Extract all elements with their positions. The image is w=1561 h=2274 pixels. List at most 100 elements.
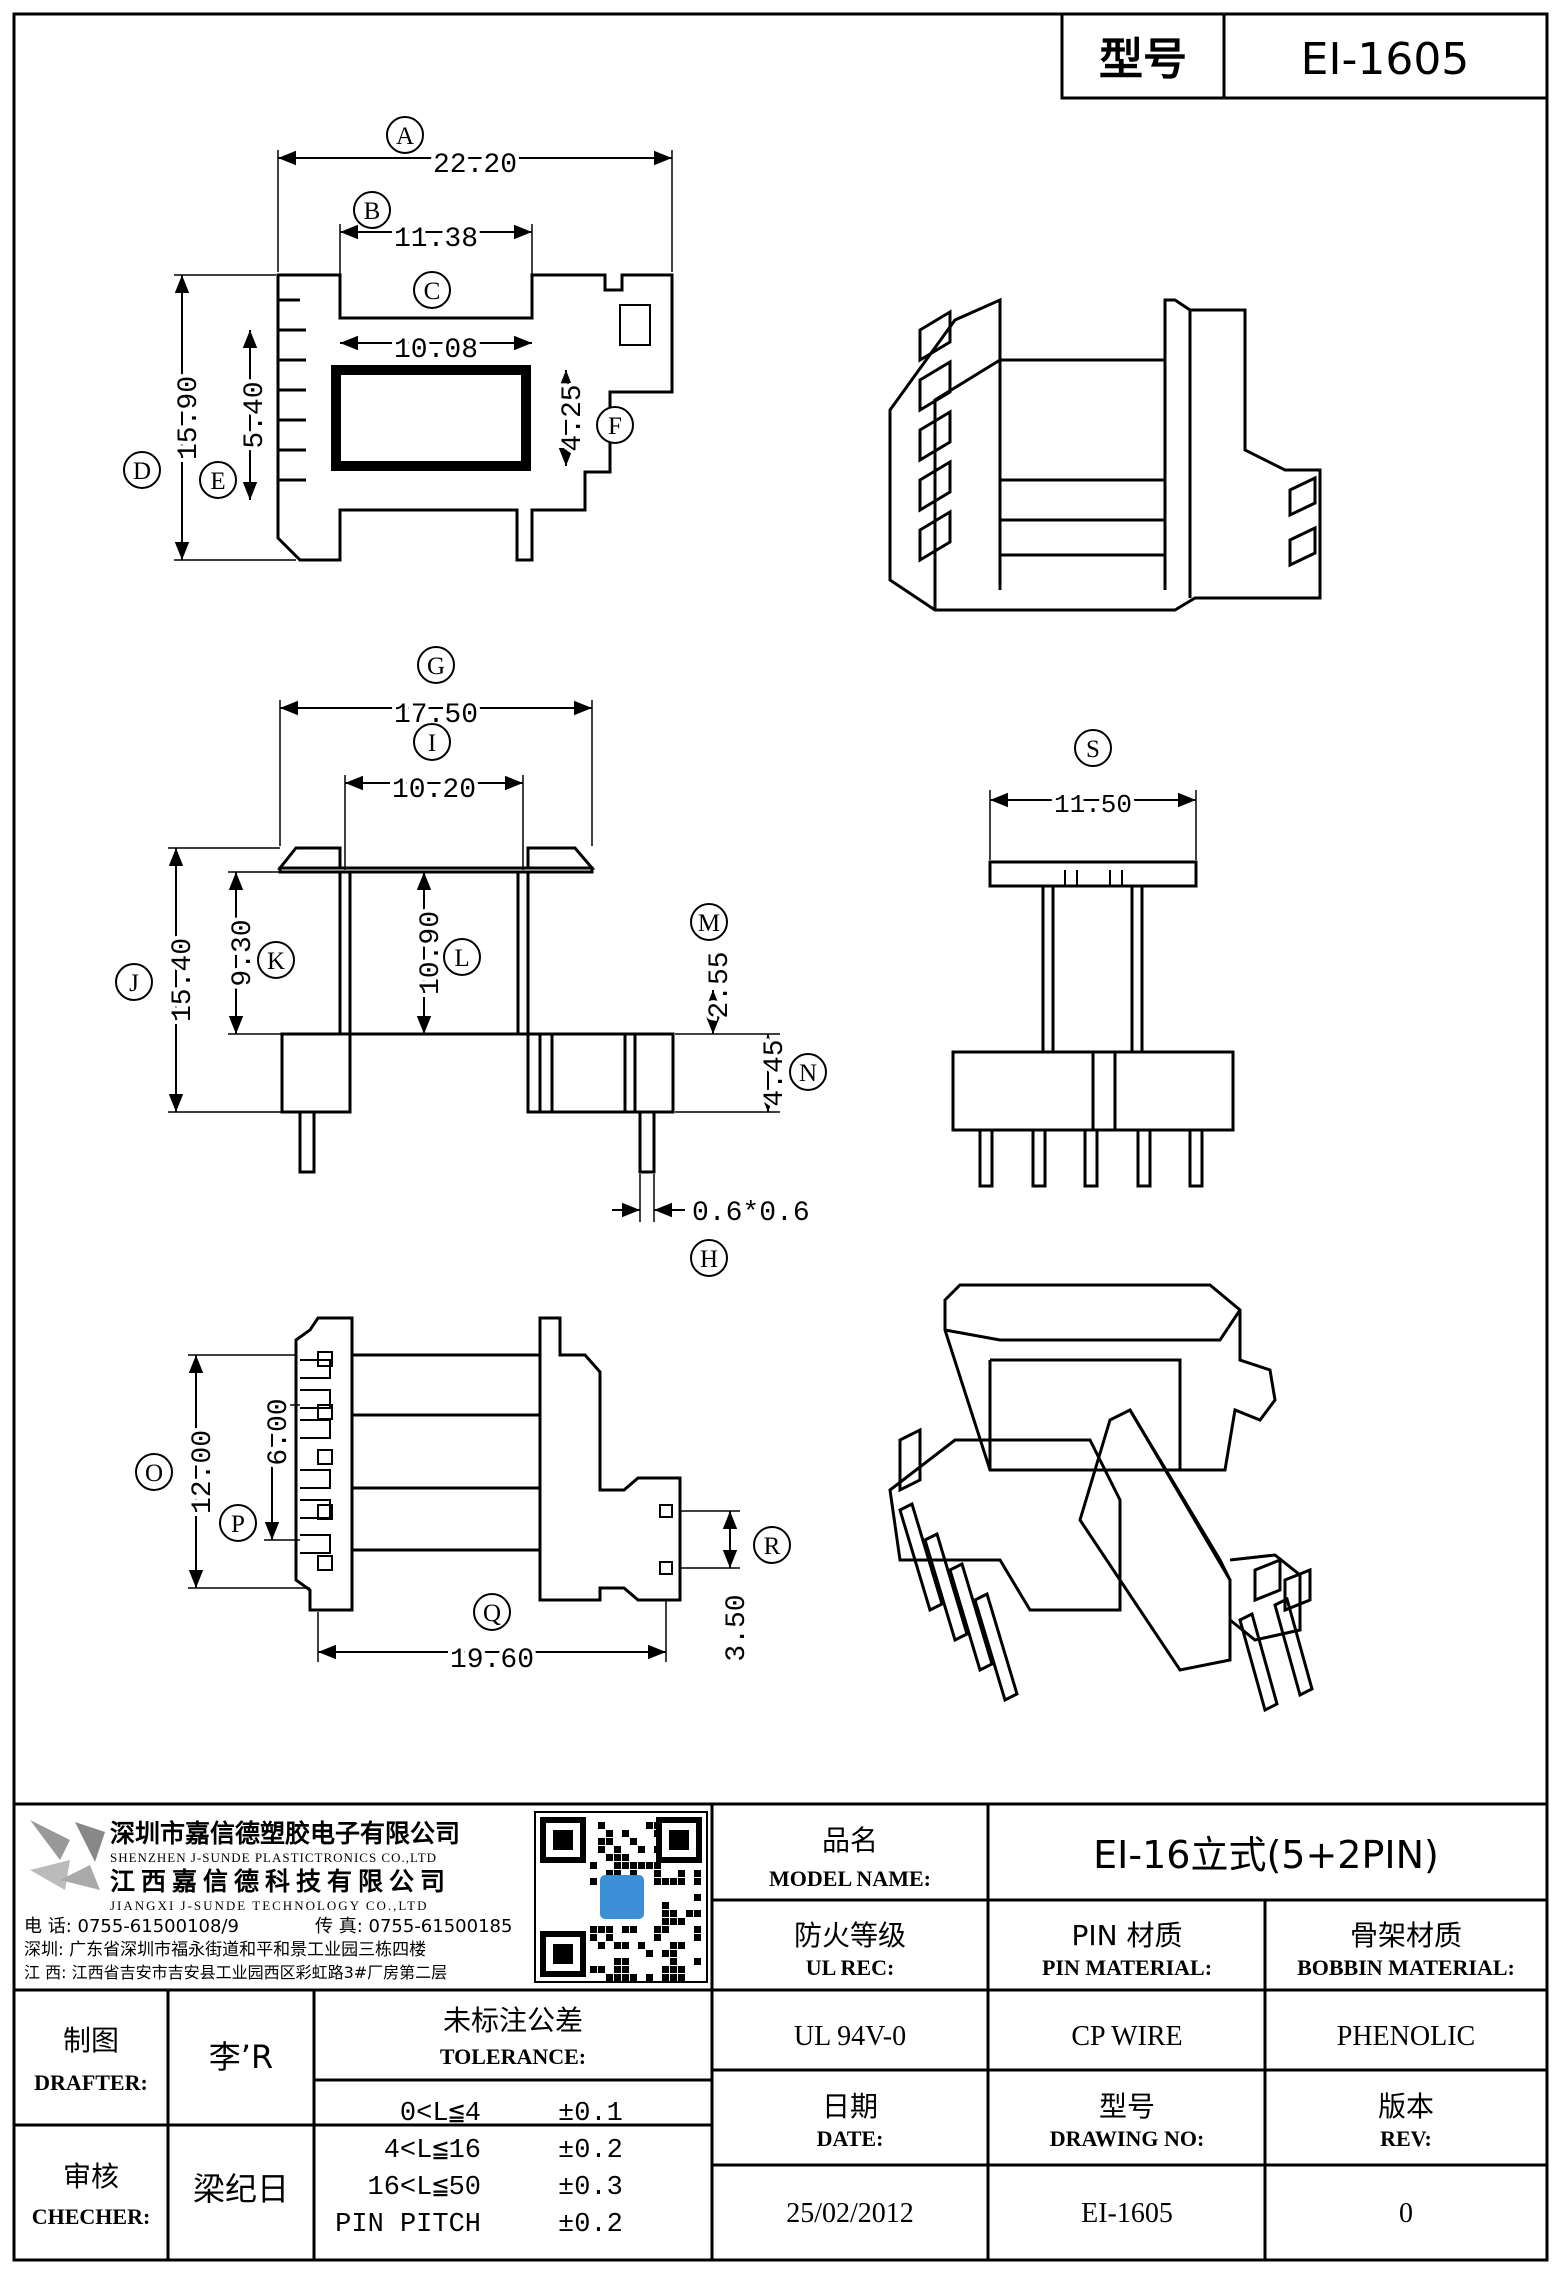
date-value: 25/02/2012 [786, 2198, 914, 2229]
callout-letter: I [428, 730, 436, 757]
callout-letter: E [210, 468, 225, 495]
drafter-value: 李’R [209, 2038, 273, 2076]
product-name-label-en: MODEL NAME: [769, 1866, 931, 1891]
dim-q: 19.60 [450, 1645, 534, 1676]
dim-a: 22.20 [433, 150, 517, 181]
tolerance-range: 0<L≦4 [400, 2099, 481, 2129]
company-name-jx-en: JIANGXI J-SUNDE TECHNOLOGY CO.,LTD [110, 1898, 429, 1913]
ul-value: UL 94V-0 [794, 2021, 906, 2052]
callout-f: F [596, 406, 634, 444]
tolerance-range: 16<L≦50 [368, 2173, 481, 2203]
front-view-dims: 17.50 10.20 15.40 9.30 10.90 2.55 4.45 0… [164, 696, 810, 1229]
company-fax: 传 真: 0755-61500185 [315, 1916, 512, 1937]
front-view [168, 700, 780, 1222]
dim-c: 10.08 [394, 335, 478, 366]
company-logo [30, 1820, 105, 1890]
rev-label-cn: 版本 [1378, 2090, 1434, 2123]
title-block [14, 1802, 1547, 2260]
callout-group: A B C D E F G I J K L M N H S O P Q R [115, 116, 1112, 1631]
company-address-jx: 江 西: 江西省吉安市吉安县工业园西区彩虹路3#厂房第二层 [24, 1963, 447, 1982]
top-view-dims: 22.20 11.38 10.08 15.90 5.40 4.25 [170, 146, 593, 464]
callout-letter: C [424, 278, 441, 305]
callout-h: H [690, 1239, 728, 1277]
tolerance-label-en: TOLERANCE: [440, 2044, 586, 2069]
callout-letter: R [764, 1533, 781, 1560]
pin-label-en: PIN MATERIAL: [1042, 1955, 1212, 1980]
drawing-no-value: EI-1605 [1081, 2198, 1173, 2229]
callout-r: R [753, 1526, 791, 1564]
ul-label-cn: 防火等级 [794, 1919, 906, 1952]
title-cells: 品名 MODEL NAME: EI-16立式(5+2PIN) 防火等级 UL R… [32, 1824, 1515, 2240]
callout-letter: Q [483, 1600, 501, 1627]
tolerance-value: ±0.2 [558, 2136, 623, 2166]
rev-value: 0 [1399, 2198, 1413, 2229]
dim-n: 4.45 [760, 1039, 791, 1106]
callout-a: A [386, 116, 424, 154]
callout-d: D [123, 451, 161, 489]
drawing-no-label-cn: 型号 [1099, 2090, 1155, 2123]
side-view [951, 790, 1235, 1188]
bottom-view [188, 1316, 740, 1662]
callout-i: I [413, 723, 451, 761]
dim-f: 4.25 [558, 384, 589, 451]
tolerance-value: ±0.3 [558, 2173, 623, 2203]
drawing-border [12, 12, 1549, 2262]
dim-e: 5.40 [240, 381, 271, 448]
top-view [174, 150, 674, 562]
dim-o: 12.00 [188, 1430, 219, 1514]
callout-m: M [690, 903, 728, 941]
callout-letter: M [698, 910, 720, 937]
tolerance-label-cn: 未标注公差 [443, 2004, 583, 2037]
company-info: 深圳市嘉信德塑胶电子有限公司 SHENZHEN J-SUNDE PLASTICT… [24, 1819, 512, 1982]
dim-r: 3.50 [722, 1594, 753, 1661]
callout-n: N [789, 1053, 827, 1091]
iso-view-2 [888, 1283, 1314, 1713]
callout-letter: D [133, 458, 151, 485]
tolerance-value: ±0.2 [558, 2210, 623, 2240]
company-phone: 电 话: 0755-61500108/9 [24, 1916, 239, 1937]
bobbin-value: PHENOLIC [1337, 2021, 1475, 2052]
company-name-sz: 深圳市嘉信德塑胶电子有限公司 [110, 1819, 460, 1848]
tolerance-range: 4<L≦16 [384, 2136, 481, 2166]
qr-code [534, 1811, 708, 1983]
dim-h: 0.6*0.6 [692, 1198, 810, 1229]
dim-k: 9.30 [228, 919, 259, 986]
dim-d: 15.90 [174, 376, 205, 460]
pin-label-cn: PIN 材质 [1072, 1919, 1183, 1952]
dim-j: 15.40 [168, 938, 199, 1022]
date-label-cn: 日期 [822, 2090, 878, 2123]
callout-letter: G [427, 653, 445, 680]
callout-letter: B [364, 198, 381, 225]
rev-label-en: REV: [1380, 2126, 1432, 2151]
callout-letter: P [231, 1511, 245, 1538]
company-name-sz-en: SHENZHEN J-SUNDE PLASTICTRONICS CO.,LTD [110, 1850, 437, 1865]
product-name-value: EI-16立式(5+2PIN) [1093, 1833, 1439, 1877]
bottom-view-dims: 12.00 6.00 19.60 3.50 [184, 1394, 757, 1680]
checker-label-en: CHECHER: [32, 2204, 151, 2229]
callout-g: G [417, 646, 455, 684]
callout-letter: L [454, 945, 469, 972]
callout-j: J [115, 963, 153, 1001]
dim-p: 6.00 [264, 1398, 295, 1465]
drafter-label-cn: 制图 [63, 2024, 119, 2057]
pin-value: CP WIRE [1071, 2021, 1182, 2052]
date-label-en: DATE: [817, 2126, 884, 2151]
callout-letter: H [700, 1246, 718, 1273]
header-model-box: 型号 EI-1605 [1060, 12, 1549, 100]
callout-e: E [199, 461, 237, 499]
callout-k: K [257, 941, 295, 979]
dim-l: 10.90 [416, 911, 447, 995]
callout-l: L [443, 938, 481, 976]
callout-letter: O [145, 1460, 163, 1487]
company-address-sz: 深圳: 广东省深圳市福永街道和平和景工业园三栋四楼 [24, 1940, 426, 1960]
drawing-no-label-en: DRAWING NO: [1050, 2126, 1205, 2151]
product-name-label-cn: 品名 [822, 1824, 878, 1857]
bobbin-label-cn: 骨架材质 [1350, 1919, 1462, 1952]
callout-letter: J [129, 970, 139, 997]
callout-letter: S [1086, 736, 1100, 763]
header-model-label: 型号 [1099, 34, 1187, 85]
header-model-value: EI-1605 [1301, 34, 1470, 85]
side-view-dims: 11.50 [1050, 786, 1136, 824]
callout-p: P [219, 1504, 257, 1542]
